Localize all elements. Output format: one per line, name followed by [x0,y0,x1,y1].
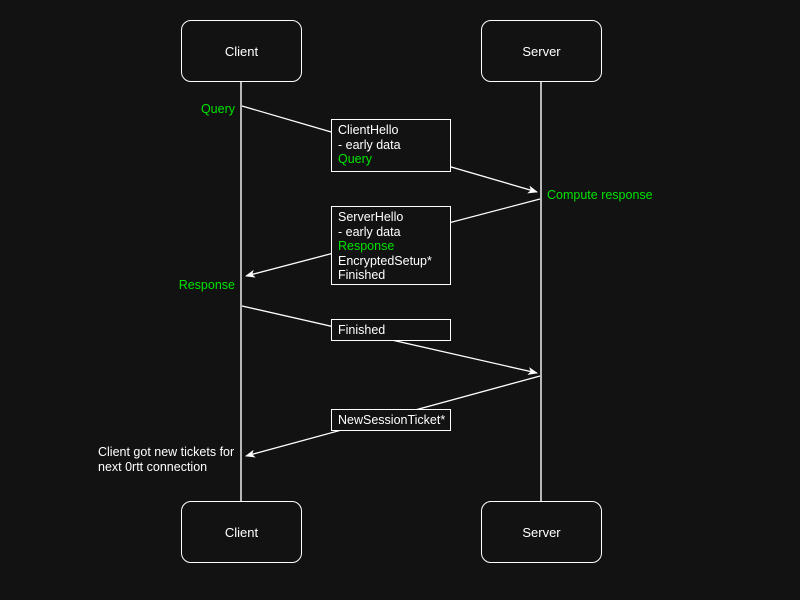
actor-server-bottom-label: Server [522,524,561,540]
actor-client-top-label: Client [224,43,259,59]
actor-client-bottom-label: Client [224,524,259,540]
actor-client-bottom[interactable]: Client [181,501,302,563]
message-line: Finished [338,268,386,282]
note-response: Response [86,278,235,293]
message-line: ClientHello [338,123,399,137]
actor-server-top-label: Server [522,43,561,59]
message-line: - early data [338,137,401,152]
message-line: Query [338,152,373,166]
message-line: Finished [338,323,386,337]
message-box-server-hello[interactable]: ServerHello - early data Response Encryp… [331,206,451,285]
message-line: Response [338,239,395,253]
note-query-label: Query [200,102,235,116]
note-query: Query [86,102,235,117]
note-response-label: Response [178,278,235,292]
message-box-client-hello[interactable]: ClientHello - early data Query [331,119,451,172]
note-compute-response-label: Compute response [547,188,653,202]
note-client-got-tickets-line1: Client got new tickets for [98,445,235,459]
note-client-got-tickets: Client got new tickets for next 0rtt con… [98,445,234,475]
actor-server-bottom[interactable]: Server [481,501,602,563]
actor-server-top[interactable]: Server [481,20,602,82]
message-line: ServerHello [338,210,404,224]
message-line: EncryptedSetup* [338,253,432,268]
message-line: NewSessionTicket* [338,413,446,427]
message-box-finished[interactable]: Finished [331,319,451,341]
note-client-got-tickets-line2: next 0rtt connection [98,460,208,474]
note-compute-response: Compute response [547,188,653,203]
message-line: - early data [338,224,401,239]
actor-client-top[interactable]: Client [181,20,302,82]
message-box-new-session-ticket[interactable]: NewSessionTicket* [331,409,451,431]
